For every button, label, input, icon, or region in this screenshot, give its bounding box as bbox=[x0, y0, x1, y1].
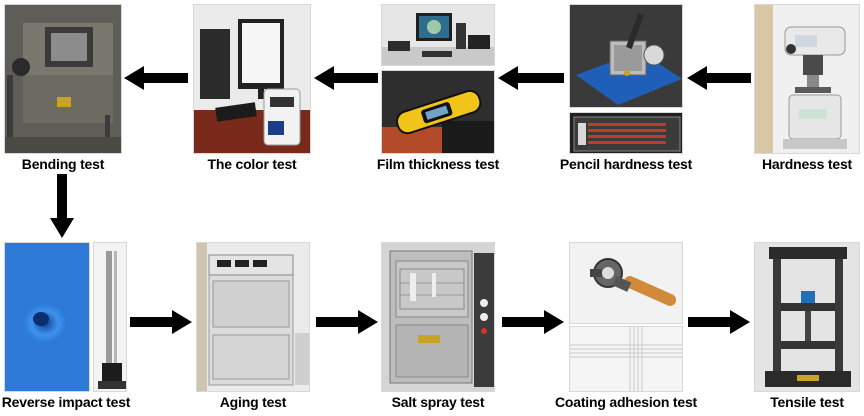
label-salt-spray-test: Salt spray test bbox=[391, 394, 485, 410]
coating-adhesion-photo-bottom bbox=[569, 326, 683, 392]
hardness-test-photo bbox=[754, 4, 860, 154]
arrow-color-to-bending bbox=[124, 66, 188, 90]
salt-spray-photo bbox=[381, 242, 495, 392]
tensile-test-photo bbox=[754, 242, 860, 392]
arrow-film-to-color bbox=[314, 66, 378, 90]
label-pencil-hardness-test: Pencil hardness test bbox=[559, 156, 693, 172]
color-test-photo bbox=[193, 4, 311, 154]
label-hardness-test: Hardness test bbox=[762, 156, 852, 172]
bending-test-photo bbox=[4, 4, 122, 154]
film-thickness-photo-bottom bbox=[381, 70, 495, 154]
label-tensile-test: Tensile test bbox=[770, 394, 844, 410]
label-coating-adhesion-test: Coating adhesion test bbox=[554, 394, 698, 410]
pencil-hardness-photo-top bbox=[569, 4, 683, 108]
arrow-aging-to-salt bbox=[316, 310, 378, 334]
arrow-hardness-to-pencil bbox=[687, 66, 751, 90]
label-color-test: The color test bbox=[207, 156, 297, 172]
aging-test-photo bbox=[196, 242, 310, 392]
arrow-bending-to-reverse bbox=[50, 174, 74, 238]
reverse-impact-apparatus-photo bbox=[93, 242, 127, 392]
reverse-impact-photo bbox=[4, 242, 90, 392]
label-reverse-impact-test: Reverse impact test bbox=[1, 394, 131, 410]
label-aging-test: Aging test bbox=[219, 394, 287, 410]
arrow-pencil-to-film bbox=[498, 66, 564, 90]
arrow-adhesion-to-tensile bbox=[688, 310, 750, 334]
pencil-hardness-photo-bottom bbox=[569, 112, 683, 154]
coating-adhesion-photo-top bbox=[569, 242, 683, 324]
arrow-reverse-to-aging bbox=[130, 310, 192, 334]
label-film-thickness-test: Film thickness test bbox=[376, 156, 500, 172]
arrow-salt-to-adhesion bbox=[502, 310, 564, 334]
film-thickness-photo-top bbox=[381, 4, 495, 66]
label-bending-test: Bending test bbox=[21, 156, 105, 172]
